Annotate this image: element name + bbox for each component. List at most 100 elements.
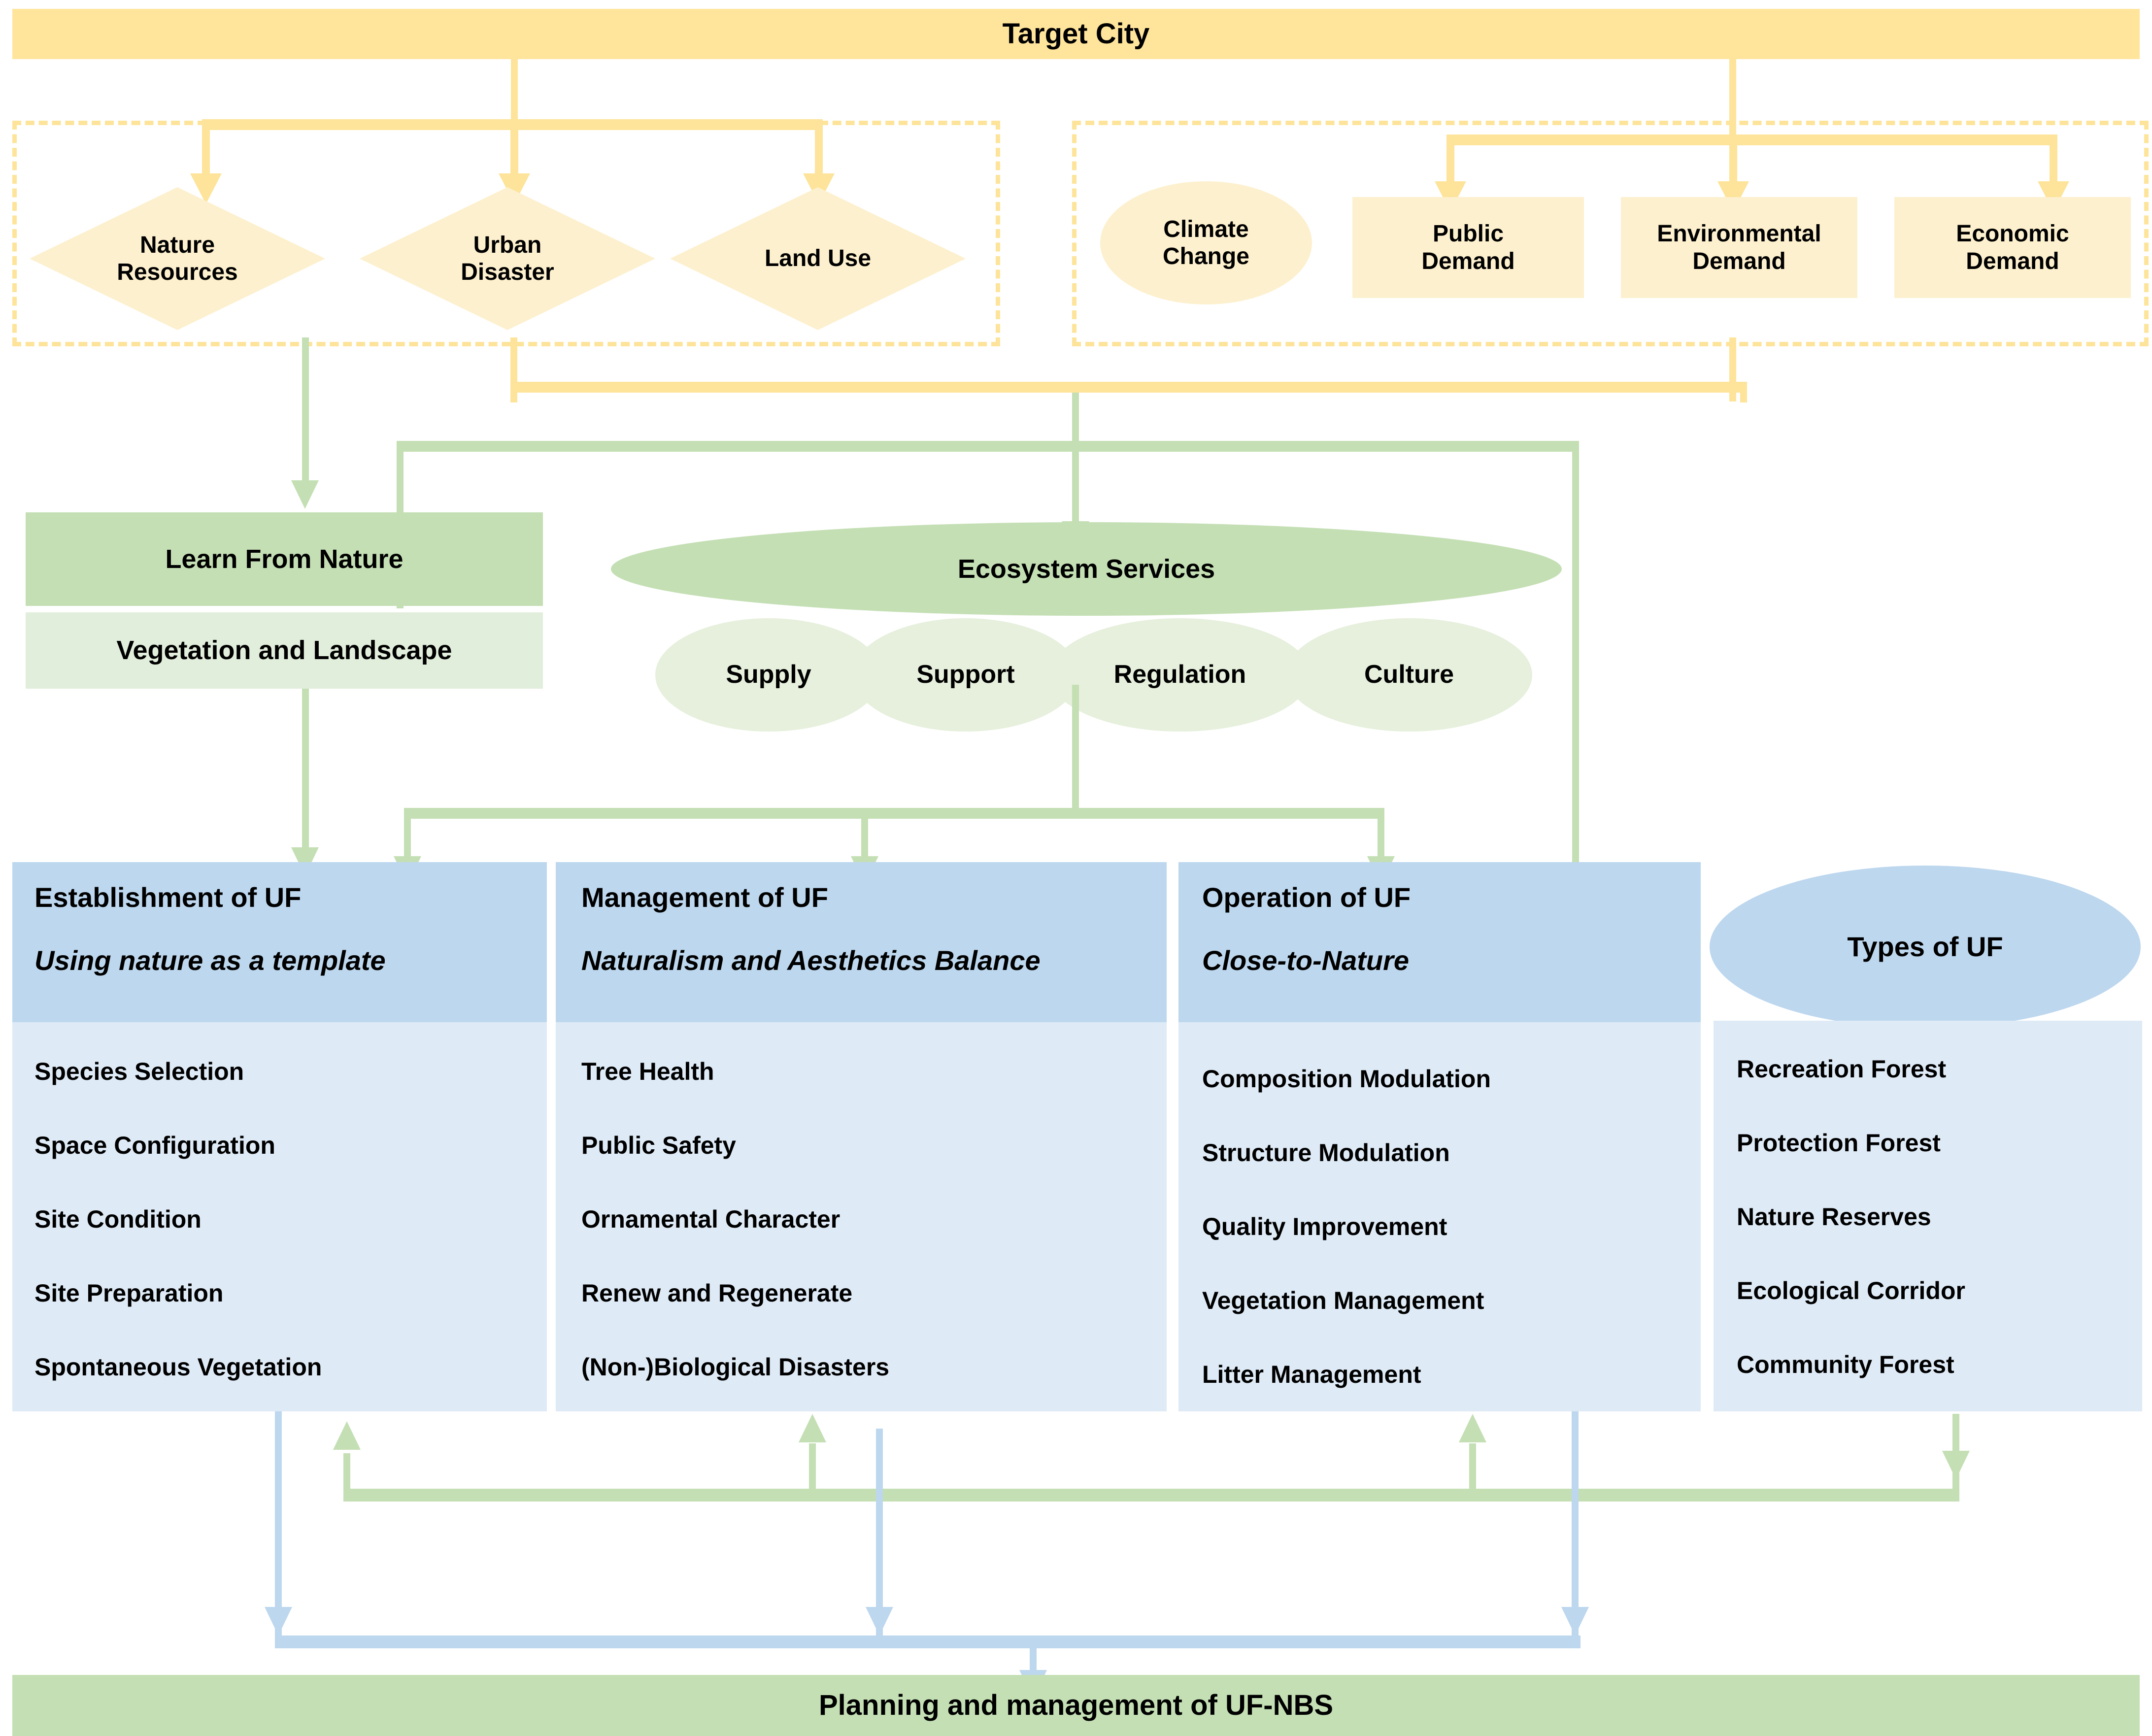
list-item: Species Selection [34,1058,244,1085]
arrow-feedback-operation [1459,1414,1486,1442]
types-of-uf-title: Types of UF [1847,931,2003,962]
connector-right-group-bus [1446,134,2057,145]
learn-from-nature-body-box [26,612,543,689]
panel-management-header-box [556,862,1167,1022]
demands-group-box [1072,121,2149,346]
nature-resources-label: Nature Resources [117,232,238,285]
ecosystem-supply-ellipse [655,618,882,732]
planning-management-label: Planning and management of UF-NBS [818,1689,1334,1721]
ecosystem-services-ellipse [611,522,1562,616]
connector-drivers-to-learn [302,337,309,483]
list-item: Community Forest [1737,1351,1954,1378]
connector-merge-right-stub [1740,382,1747,402]
connector-learn-to-establishment [302,689,309,851]
panel-establishment-title: Establishment of UF [34,881,302,913]
list-item: Quality Improvement [1202,1213,1447,1240]
arrow-feedback-establishment [333,1421,361,1450]
land-use-diamond [670,187,966,330]
ecosystem-regulation-ellipse [1049,618,1311,732]
collector-stub-establishment [275,1411,282,1636]
list-item: Composition Modulation [1202,1065,1491,1093]
climate-change-label: Climate Change [1162,216,1249,269]
ecosystem-regulation-label: Regulation [1113,660,1246,689]
panel-operation-title: Operation of UF [1202,881,1411,913]
drivers-group-box [12,121,1000,346]
connector-merge-bus [510,382,1747,393]
list-item: Recreation Forest [1737,1055,1947,1083]
climate-change-ellipse [1100,181,1312,304]
panel-operation-list: Composition Modulation Structure Modulat… [1202,1067,1700,1387]
list-item: Ecological Corridor [1737,1277,1965,1304]
list-item: (Non-)Biological Disasters [581,1353,890,1381]
feedback-bus-green [343,1489,1959,1502]
connector-bus-to-establishment [404,808,411,860]
connector-bus-to-operation [1378,808,1384,860]
connector-right-branch-1 [1446,134,1454,186]
arrow-collector-establishment [265,1607,292,1636]
arrow-feedback-management [799,1414,826,1442]
land-use-label: Land Use [764,245,872,272]
urban-disaster-diamond [360,187,655,330]
public-demand-box [1352,197,1584,298]
list-item: Vegetation Management [1202,1287,1484,1314]
list-item: Structure Modulation [1202,1139,1450,1167]
economic-demand-box [1894,197,2131,298]
connector-merge-left-stub [510,382,517,402]
collector-stub-management [876,1429,883,1636]
panel-establishment-body-box [12,1022,547,1411]
panel-operation-header-box [1178,862,1701,1022]
connector-left-branch-2 [510,119,518,178]
types-of-uf-body-box [1714,1021,2142,1411]
economic-demand-label: Economic Demand [1956,221,2069,274]
connector-left-branch-3 [815,119,823,178]
panel-distribution-bus [404,808,1384,819]
connector-bus-to-management [861,808,868,860]
list-item: Space Configuration [34,1132,275,1159]
public-demand-label: Public Demand [1421,221,1515,274]
environmental-demand-label: Environmental Demand [1657,221,1821,274]
feedback-stub-operation [1469,1443,1476,1500]
list-item: Litter Management [1202,1361,1421,1388]
learn-from-nature-body: Vegetation and Landscape [116,635,452,666]
panel-management-body-box [556,1022,1167,1411]
list-item: Ornamental Character [581,1205,841,1233]
environmental-demand-box [1621,197,1857,298]
collector-bus-blue [275,1636,1580,1648]
target-city-title: Target City [1002,17,1150,50]
connector-green-to-operation [1572,441,1579,938]
panel-management-title: Management of UF [581,881,828,913]
list-item: Renew and Regenerate [581,1279,853,1307]
panel-management-list: Tree Health Public Safety Ornamental Cha… [581,1059,1168,1379]
connector-green-to-ecosystem [1072,441,1079,525]
arrow-collector-operation [1561,1607,1589,1636]
green-distribution-bus [397,441,1579,452]
feedback-stub-establishment [343,1453,350,1500]
panel-operation-body-box [1178,1022,1701,1411]
panel-establishment-header-box [12,862,547,1022]
ecosystem-supply-label: Supply [726,660,811,689]
connector-right-branch-3 [2050,134,2057,186]
arrow-to-learn-from-nature [291,480,319,509]
feedback-stub-management [809,1443,816,1500]
types-of-uf-ellipse [1710,866,2141,1028]
learn-from-nature-header-box [26,512,543,606]
list-item: Spontaneous Vegetation [34,1353,322,1381]
connector-target-to-right-group [1729,59,1736,135]
arrow-collector-management [866,1607,893,1636]
list-item: Protection Forest [1737,1129,1941,1157]
list-item: Nature Reserves [1737,1203,1931,1231]
connector-left-branch-1 [202,119,210,178]
ecosystem-support-label: Support [916,660,1015,689]
connector-ecosystem-down [1072,685,1079,818]
nature-resources-diamond [30,187,325,330]
list-item: Site Condition [34,1205,202,1233]
ecosystem-services-header: Ecosystem Services [957,554,1215,584]
panel-establishment-list: Species Selection Space Configuration Si… [34,1059,542,1379]
ecosystem-support-ellipse [852,618,1079,732]
target-city-bar [12,9,2140,59]
ecosystem-culture-ellipse [1286,618,1532,732]
connector-merge-to-green [1072,393,1079,449]
urban-disaster-label: Urban Disaster [461,232,554,285]
list-item: Public Safety [581,1132,736,1159]
